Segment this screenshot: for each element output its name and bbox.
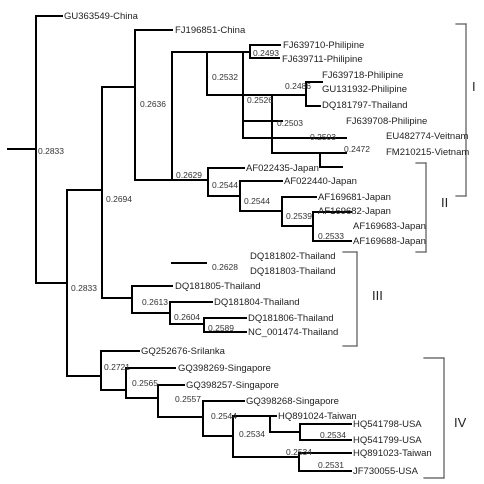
group-labels: I II III IV — [372, 79, 476, 430]
taxon-label: AF022440-Japan — [284, 176, 357, 187]
support-value: 0.2604 — [174, 312, 200, 322]
taxon-label: FJ639718-Philipine — [322, 70, 403, 81]
support-value: 0.2544 — [211, 411, 237, 421]
taxon-label: FJ639708-Philipine — [346, 116, 427, 127]
support-value: 0.2531 — [318, 460, 344, 470]
support-value: 0.2544 — [212, 180, 238, 190]
support-value: 0.2833 — [38, 146, 64, 156]
taxon-label: DQ181806-Thailand — [248, 313, 334, 324]
taxon-label: GQ252676-Srilanka — [141, 346, 226, 357]
support-value: 0.2539 — [286, 211, 312, 221]
taxon-label: AF169688-Japan — [353, 236, 426, 247]
taxon-label: FJ639711-Philipine — [282, 54, 363, 65]
support-value: 0.2589 — [208, 323, 234, 333]
group-label-i: I — [472, 79, 476, 94]
tree-branches — [7, 15, 352, 472]
taxon-label: GQ398257-Singapore — [186, 380, 279, 391]
taxon-label: DQ181804-Thailand — [214, 297, 300, 308]
group-label-iv: IV — [454, 415, 467, 430]
support-value: 0.2486 — [285, 81, 311, 91]
taxon-labels: GU363549-China FJ196851-China FJ639710-P… — [64, 11, 469, 477]
support-value: 0.2833 — [71, 283, 97, 293]
support-value: 0.2636 — [140, 99, 166, 109]
taxon-label: NC_001474-Thailand — [248, 327, 338, 338]
group-label-ii: II — [441, 195, 448, 210]
taxon-label: GU363549-China — [64, 11, 139, 22]
support-value: 0.2613 — [142, 297, 168, 307]
taxon-label: EU482774-Veitnam — [386, 131, 468, 142]
support-value: 0.2472 — [344, 144, 370, 154]
taxon-label: HQ891024-Taiwan — [278, 411, 357, 422]
support-value: 0.2534 — [320, 430, 346, 440]
taxon-label: DQ181797-Thailand — [322, 100, 408, 111]
support-value: 0.2629 — [176, 170, 202, 180]
taxon-label: DQ181803-Thailand — [250, 266, 336, 277]
taxon-label: JF730055-USA — [353, 466, 419, 477]
support-value: 0.2503 — [277, 118, 303, 128]
support-value: 0.2694 — [106, 194, 132, 204]
support-value: 0.2534 — [286, 447, 312, 457]
taxon-label: HQ891023-Taiwan — [353, 448, 432, 459]
taxon-label: DQ181802-Thailand — [250, 251, 336, 262]
support-value: 0.2557 — [175, 394, 201, 404]
support-value: 0.2721 — [104, 362, 130, 372]
taxon-label: HQ541798-USA — [353, 419, 422, 430]
support-value: 0.2526 — [247, 95, 273, 105]
taxon-label: FM210215-Vietnam — [386, 147, 469, 158]
taxon-label: AF169681-Japan — [318, 192, 391, 203]
group-label-iii: III — [372, 288, 383, 303]
taxon-label: GU131932-Philipine — [322, 84, 407, 95]
support-value: 0.2544 — [244, 196, 270, 206]
support-value: 0.2533 — [318, 231, 344, 241]
support-value: 0.2503 — [310, 132, 336, 142]
support-value: 0.2565 — [132, 378, 158, 388]
support-value: 0.2628 — [212, 262, 238, 272]
taxon-label: FJ639710-Philipine — [283, 40, 364, 51]
support-value: 0.2493 — [253, 48, 279, 58]
taxon-label: DQ181805-Thailand — [175, 281, 261, 292]
support-value: 0.2534 — [239, 429, 265, 439]
taxon-label: AF022435-Japan — [246, 163, 319, 174]
support-values: 0.2833 0.2636 0.2493 0.2532 0.2486 0.252… — [38, 48, 370, 470]
support-value: 0.2532 — [212, 72, 238, 82]
clade-brackets — [342, 23, 467, 479]
taxon-label: FJ196851-China — [175, 25, 246, 36]
taxon-label: GQ398268-Singapore — [246, 396, 339, 407]
taxon-label: GQ398269-Singapore — [178, 363, 271, 374]
taxon-label: AF169683-Japan — [353, 221, 426, 232]
taxon-label: HQ541799-USA — [353, 435, 422, 446]
taxon-label: AF169682-Japan — [318, 206, 391, 217]
